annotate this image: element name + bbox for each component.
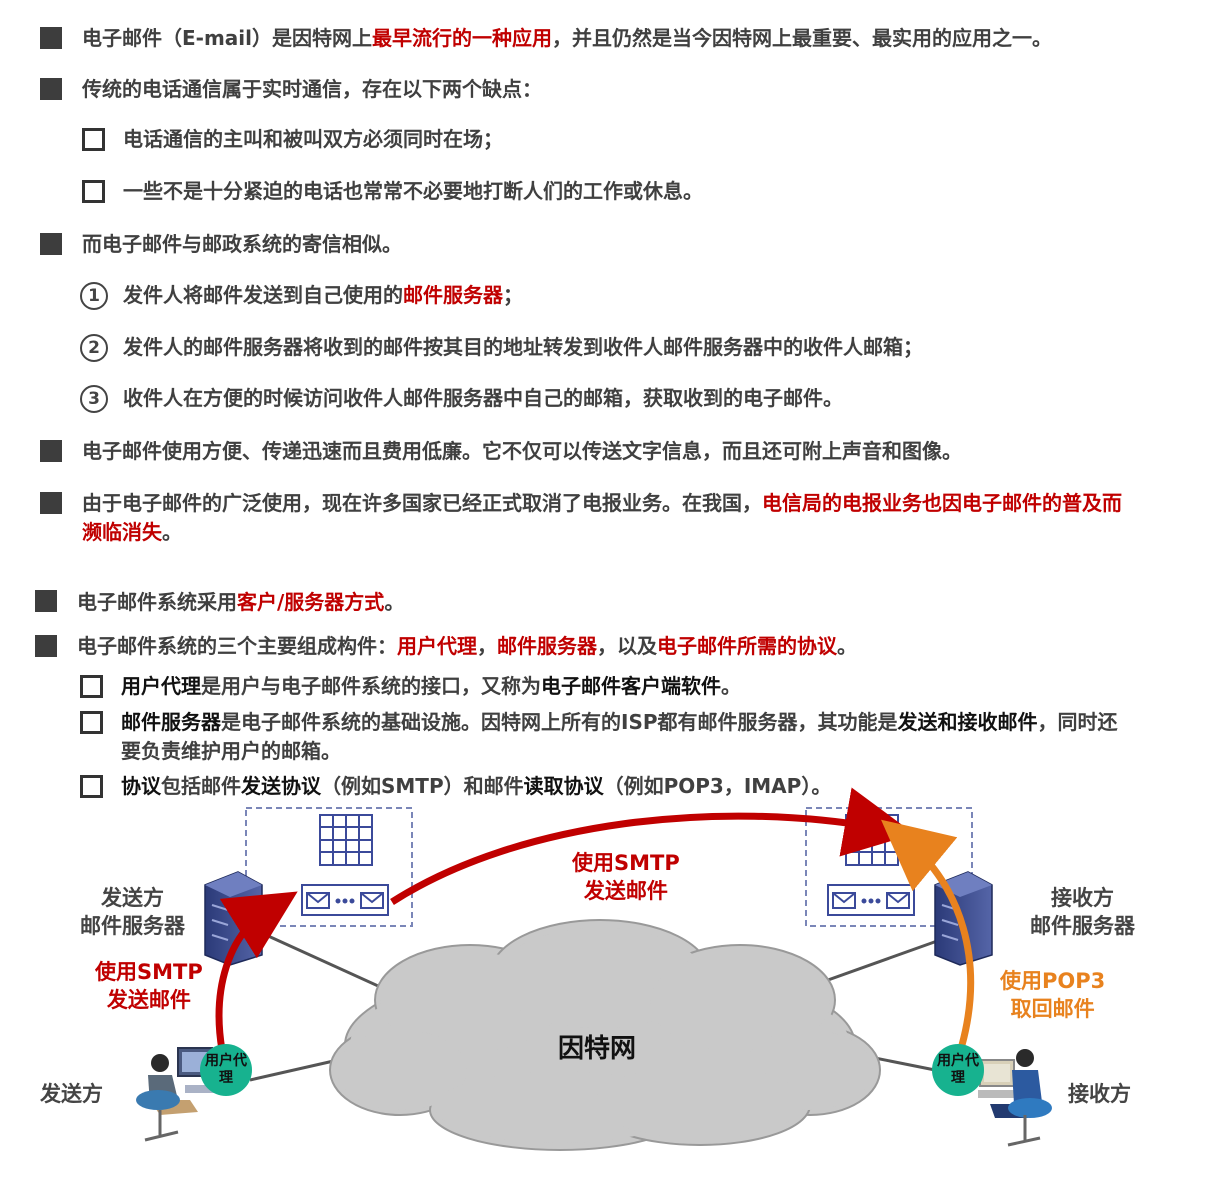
system-paragraph-1: 电子邮件系统采用客户/服务器方式。 xyxy=(77,590,405,614)
smtp-submit-label: 使用SMTP 发送邮件 xyxy=(95,960,203,1012)
pop3-retrieve-label: 使用POP3 取回邮件 xyxy=(1000,969,1106,1021)
phone-drawback-1: 电话通信的主叫和被叫双方必须同时在场； xyxy=(123,127,503,151)
phone-drawback-2: 一些不是十分紧迫的电话也常常不必要地打断人们的工作或休息。 xyxy=(123,179,703,203)
component-user-agent: 用户代理是用户与电子邮件系统的接口，又称为电子邮件客户端软件。 xyxy=(121,674,741,698)
smtp-submit-arrow xyxy=(215,891,298,1051)
bullet-square-icon xyxy=(40,492,62,514)
sender-label: 发送方 xyxy=(40,1082,103,1106)
checkbox-bullet-icon xyxy=(82,180,105,203)
step-1-text: 发件人将邮件发送到自己使用的邮件服务器； xyxy=(123,283,523,307)
internet-label: 因特网 xyxy=(558,1034,637,1064)
sender-mailbox-frame xyxy=(245,807,413,927)
checkbox-bullet-icon xyxy=(80,711,103,734)
step-number-1-icon: 1 xyxy=(80,282,108,310)
component-protocol: 协议包括邮件发送协议（例如SMTP）和邮件读取协议（例如POP3，IMAP）。 xyxy=(121,774,832,798)
smtp-relay-label: 使用SMTP 发送邮件 xyxy=(572,851,680,903)
intro-paragraph-4: 电子邮件使用方便、传递迅速而且费用低廉。它不仅可以传送文字信息，而且还可附上声音… xyxy=(82,439,962,463)
bullet-square-icon xyxy=(35,635,57,657)
receiver-server-label: 接收方 邮件服务器 xyxy=(1030,886,1135,938)
smtp-relay-arrow xyxy=(390,787,915,905)
sender-server-label: 发送方 邮件服务器 xyxy=(80,886,185,938)
bullet-square-icon xyxy=(40,27,62,49)
bullet-square-icon xyxy=(35,590,57,612)
intro-paragraph-3: 而电子邮件与邮政系统的寄信相似。 xyxy=(82,232,402,256)
checkbox-bullet-icon xyxy=(82,128,105,151)
receiver-mail-queue-icon xyxy=(827,884,915,916)
bullet-square-icon xyxy=(40,440,62,462)
intro-paragraph-2: 传统的电话通信属于实时通信，存在以下两个缺点： xyxy=(82,77,542,101)
receiver-person-icon xyxy=(978,1049,1052,1147)
pop3-retrieve-arrow xyxy=(881,819,975,1046)
checkbox-bullet-icon xyxy=(80,775,103,798)
receiver-user-agent-badge: 用户代理 xyxy=(932,1044,984,1096)
sender-user-agent-badge: 用户代理 xyxy=(200,1044,252,1096)
bullet-square-icon xyxy=(40,78,62,100)
step-number-3-icon: 3 xyxy=(80,385,108,413)
system-paragraph-2: 电子邮件系统的三个主要组成构件：用户代理，邮件服务器，以及电子邮件所需的协议。 xyxy=(77,634,857,658)
sender-mailbox-grid-icon xyxy=(319,814,373,866)
sender-mail-queue-icon xyxy=(301,884,389,916)
checkbox-bullet-icon xyxy=(80,675,103,698)
intro-paragraph-5: 由于电子邮件的广泛使用，现在许多国家已经正式取消了电报业务。在我国，电信局的电报… xyxy=(82,491,1122,544)
sender-person-icon xyxy=(136,1047,225,1142)
step-3-text: 收件人在方便的时候访问收件人邮件服务器中自己的邮箱，获取收到的电子邮件。 xyxy=(123,386,843,410)
cloud-fill xyxy=(337,928,873,1143)
intro-paragraph-1: 电子邮件（E-mail）是因特网上最早流行的一种应用，并且仍然是当今因特网上最重… xyxy=(82,26,1053,50)
bullet-square-icon xyxy=(40,233,62,255)
step-number-2-icon: 2 xyxy=(80,334,108,362)
step-2-text: 发件人的邮件服务器将收到的邮件按其目的地址转发到收件人邮件服务器中的收件人邮箱； xyxy=(123,335,923,359)
component-mail-server: 邮件服务器是电子邮件系统的基础设施。因特网上所有的ISP都有邮件服务器，其功能是… xyxy=(121,710,1118,763)
receiver-label: 接收方 xyxy=(1068,1082,1131,1106)
